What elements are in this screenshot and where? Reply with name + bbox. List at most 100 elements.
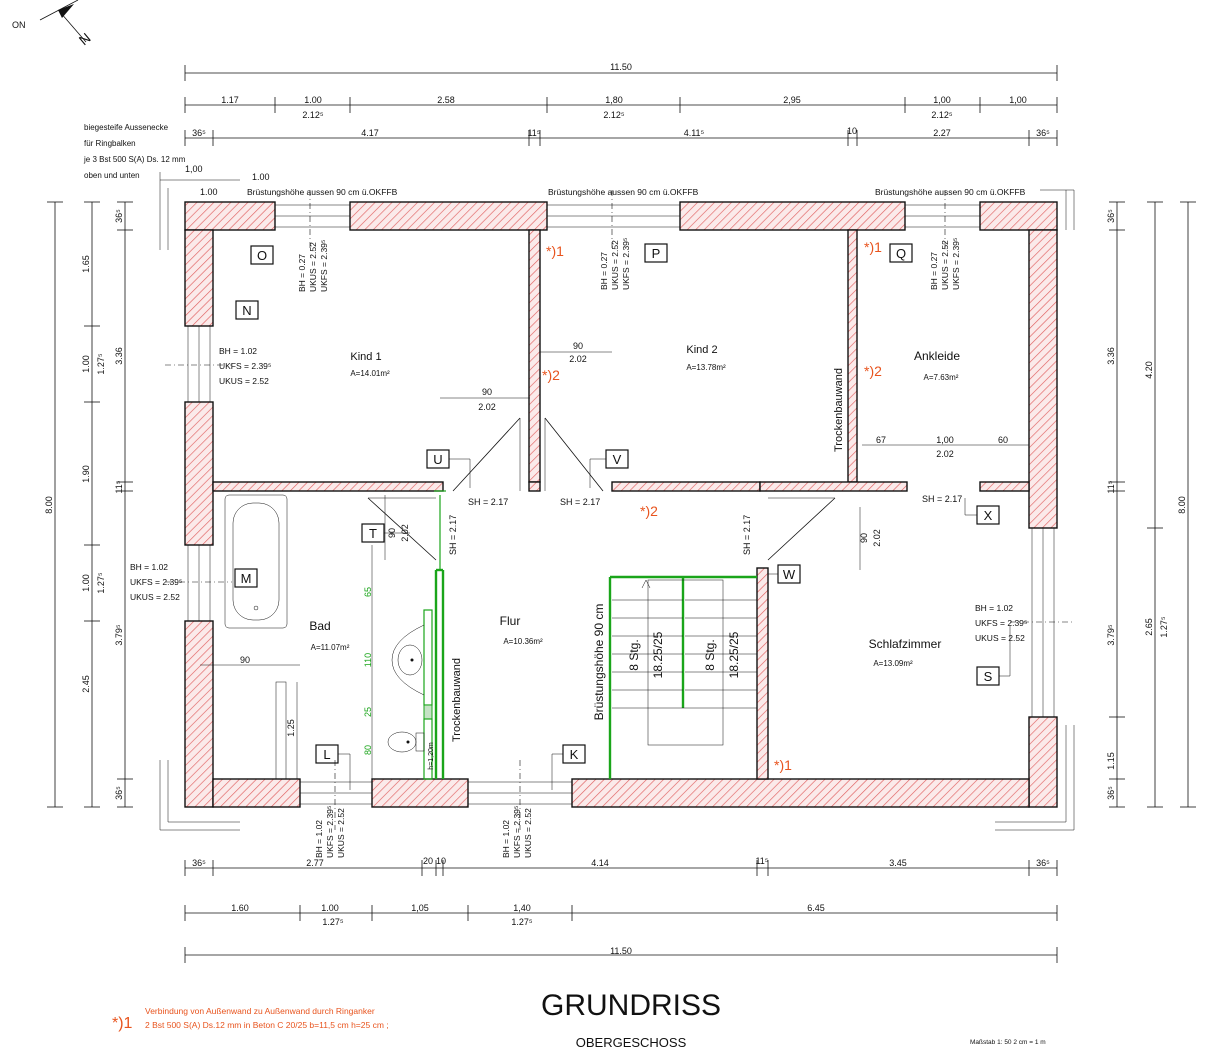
drawing-title: GRUNDRISS [541, 989, 721, 1022]
svg-text:BH = 1.02: BH = 1.02 [130, 562, 168, 572]
svg-text:UKUS = 2.52: UKUS = 2.52 [523, 808, 533, 858]
window-notes-top-2: BH = 0.27 UKUS = 2.52 UKFS = 2.39⁵ [599, 238, 631, 290]
room-area: A=13.09m² [873, 659, 913, 668]
svg-text:2.02: 2.02 [569, 354, 587, 364]
svg-text:*)1: *)1 [864, 239, 882, 255]
dim-top-2-4: 2,95 [783, 95, 801, 105]
svg-text:60: 60 [998, 435, 1008, 445]
svg-text:110: 110 [363, 653, 373, 667]
svg-text:SH = 2.17: SH = 2.17 [560, 497, 600, 507]
room-name: Kind 1 [350, 351, 381, 363]
room-name: Flur [500, 614, 521, 628]
interior-dim-lines [200, 351, 1029, 779]
svg-text:1.27⁵: 1.27⁵ [322, 917, 344, 927]
window-notes-left-1: BH = 1.02 UKFS = 2.39⁵ UKUS = 2.52 [219, 346, 271, 386]
on-label: ON [12, 20, 26, 30]
marker-s: S [976, 666, 1000, 686]
svg-text:U: U [433, 452, 442, 467]
marker-k: K [562, 744, 586, 764]
room-kind-1: Kind 1 A=14.01m² [350, 351, 390, 378]
svg-text:90: 90 [859, 533, 869, 543]
room-area: A=10.36m² [503, 637, 543, 646]
svg-text:90: 90 [482, 387, 492, 397]
window-notes-bottom-2: BH = 1.02 UKFS = 2.39⁵ UKUS = 2.52 [501, 806, 533, 858]
room-flur: Flur A=10.36m² [500, 614, 543, 646]
svg-text:oben und unten: oben und unten [84, 171, 140, 180]
svg-text:3.36: 3.36 [1106, 347, 1116, 365]
marker-m: M [234, 568, 258, 588]
svg-text:1.00: 1.00 [81, 355, 91, 373]
footnote-line2: 2 Bst 500 S(A) Ds.12 mm in Beton C 20/25… [145, 1020, 389, 1030]
svg-text:2.65: 2.65 [1144, 618, 1154, 636]
room-name: Ankleide [914, 349, 960, 363]
window-notes-top-3: BH = 0.27 UKUS = 2.52 UKFS = 2.39⁵ [929, 238, 961, 290]
red-marks: *)1 *)2 *)1 *)2 *)2 *)1 [542, 239, 882, 773]
svg-text:L: L [323, 747, 330, 762]
left-dimension-chains: 8.00 1.65 1.00 1.90 1.00 2.45 1.27⁵ 1.27… [44, 201, 133, 808]
room-bad: Bad A=11.07m² [309, 619, 349, 652]
dim-top-2-1: 1.00 [304, 95, 322, 105]
svg-text:36⁵: 36⁵ [114, 786, 124, 800]
svg-text:1.27⁵: 1.27⁵ [1159, 616, 1169, 638]
parapet-note-2: Brüstungshöhe aussen 90 cm ü.OKFFB [548, 187, 699, 197]
svg-text:UKFS = 2.39⁵: UKFS = 2.39⁵ [325, 806, 335, 858]
svg-text:1.27⁵: 1.27⁵ [96, 572, 106, 594]
svg-text:P: P [652, 246, 661, 261]
svg-text:BH = 1.02: BH = 1.02 [219, 346, 257, 356]
svg-text:11.50: 11.50 [610, 946, 632, 956]
svg-text:2.77: 2.77 [306, 858, 324, 868]
svg-text:1.90: 1.90 [81, 465, 91, 483]
north-arrow-icon: N ON [12, 0, 94, 48]
bottom-dimension-chains: 36⁵ 2.77 20 10 4.14 11⁵ 3.45 36⁵ 1.60 1.… [184, 856, 1058, 963]
scale-note: Maßstab 1: 50 2 cm = 1 m [970, 1039, 1046, 1046]
bath-dims: 65 110 25 80 h=1,20m 90 1.25 [240, 587, 435, 770]
dim-top-2-sub-2: 2.12⁵ [931, 110, 953, 120]
svg-text:K: K [570, 747, 579, 762]
stair-flight1-steps: 8 Stg. [627, 639, 641, 670]
stair-treads [612, 599, 757, 709]
svg-text:T: T [369, 526, 377, 541]
dim-top-3-5: 2.27 [933, 128, 951, 138]
window-notes-top-1: BH = 0.27 UKUS = 2.52 UKFS = 2.39⁵ [297, 240, 329, 292]
svg-text:67: 67 [876, 435, 886, 445]
svg-text:BH = 1.02: BH = 1.02 [314, 820, 324, 858]
svg-text:BH = 0.27: BH = 0.27 [599, 252, 609, 290]
svg-text:2.02: 2.02 [400, 524, 410, 542]
svg-text:X: X [984, 508, 993, 523]
svg-text:1.65: 1.65 [81, 255, 91, 273]
stair-rail-label: Brüstungshöhe 90 cm [592, 604, 606, 721]
svg-text:UKFS = 2.39⁵: UKFS = 2.39⁵ [219, 361, 271, 371]
marker-leaders [338, 458, 1011, 790]
svg-text:1,05: 1,05 [411, 903, 429, 913]
svg-text:36⁵: 36⁵ [1036, 858, 1050, 868]
room-area: A=14.01m² [350, 369, 390, 378]
svg-text:O: O [257, 248, 267, 263]
windows [187, 204, 1055, 805]
svg-text:UKUS = 2.52: UKUS = 2.52 [975, 633, 1025, 643]
marker-u: U [426, 449, 450, 469]
svg-text:*)1: *)1 [546, 243, 564, 259]
window-notes-bottom-1: BH = 1.02 UKFS = 2.39⁵ UKUS = 2.52 [314, 806, 346, 858]
svg-text:V: V [613, 452, 622, 467]
svg-text:90: 90 [240, 655, 250, 665]
svg-text:M: M [241, 571, 252, 586]
right-dimension-chains: 8.00 4.20 2.65 1.27⁵ 36⁵ 3.36 11⁵ 3.79⁵ … [1106, 201, 1196, 808]
drywall-label-2: Trockenbauwand [451, 658, 463, 742]
svg-text:90: 90 [573, 341, 583, 351]
svg-text:SH = 2.17: SH = 2.17 [468, 497, 508, 507]
svg-text:für Ringbalken: für Ringbalken [84, 139, 136, 148]
marker-v: V [605, 449, 629, 469]
svg-text:*)2: *)2 [864, 363, 882, 379]
green-partitions [423, 490, 757, 780]
outer-walls [184, 201, 1058, 808]
svg-text:36⁵: 36⁵ [1106, 209, 1116, 223]
svg-text:10: 10 [436, 856, 446, 866]
marker-n: N [235, 300, 259, 320]
svg-text:2.02: 2.02 [478, 402, 496, 412]
svg-text:36⁵: 36⁵ [192, 858, 206, 868]
svg-text:SH = 2.17: SH = 2.17 [742, 515, 752, 555]
svg-text:80: 80 [363, 745, 373, 755]
svg-text:BH = 1.02: BH = 1.02 [975, 603, 1013, 613]
dim-top-3-3: 4.11⁵ [684, 128, 705, 138]
footnote-mark: *)1 [112, 1015, 133, 1032]
